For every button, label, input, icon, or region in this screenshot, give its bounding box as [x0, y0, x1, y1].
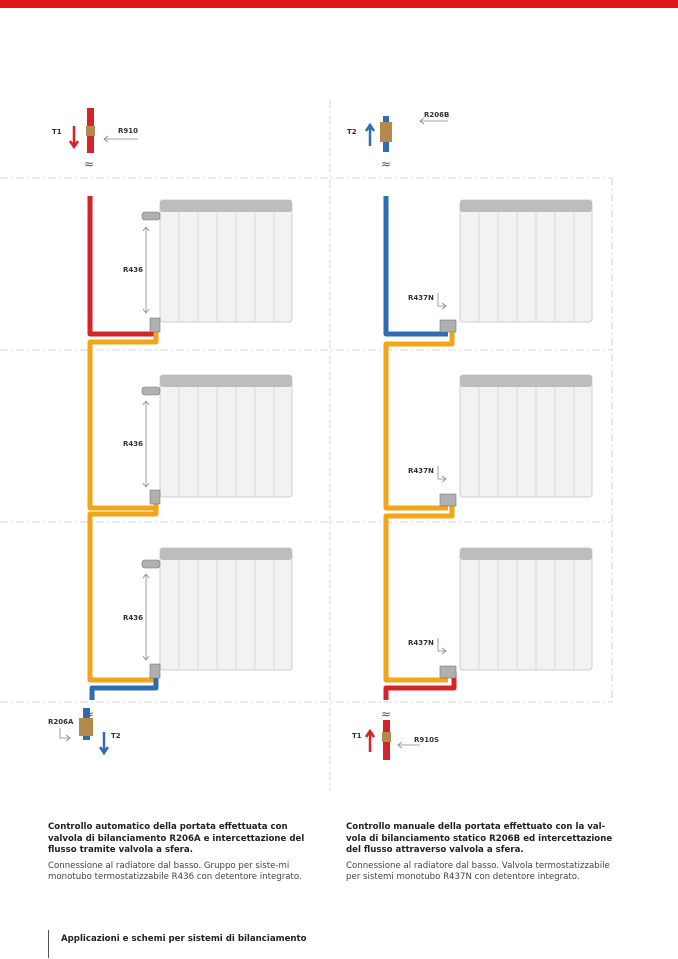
- right-bottom-temp-label: T1: [352, 732, 362, 740]
- r910s-brass-icon: [382, 732, 391, 742]
- right-loop-pipe-2: [383, 500, 455, 683]
- right-radiator-valve-label: R437N: [408, 467, 434, 475]
- flow-down-arrow-icon: [98, 732, 110, 756]
- right-caption: Controllo manuale della portata effettua…: [346, 822, 616, 884]
- left-radiator-valve-label: R436: [123, 614, 143, 622]
- left-caption-title: Controllo automatico della portata effet…: [48, 822, 305, 855]
- radiator-fins: [178, 212, 575, 670]
- r206a-valve-icon: [79, 718, 93, 736]
- valve-bodies: [141, 211, 457, 679]
- left-bottom-temp-label: T2: [111, 732, 121, 740]
- svg-text:≈: ≈: [84, 707, 94, 721]
- right-caption-title: Controllo manuale della portata effettua…: [346, 822, 613, 855]
- right-radiator-valve-label: R437N: [408, 639, 434, 647]
- brand-top-bar: [0, 0, 678, 8]
- right-loop-pipe-1: [383, 326, 455, 511]
- left-caption-text: Connessione al radiatore dal basso. Grup…: [48, 860, 302, 883]
- right-bottom-valve-label: R910S: [414, 736, 439, 744]
- right-caption-text: Connessione al radiatore dal basso. Valv…: [346, 860, 610, 883]
- right-radiator-valve-label: R437N: [408, 294, 434, 302]
- flow-up-arrow-icon: [364, 728, 376, 752]
- footer: Applicazioni e schemi per sistemi di bil…: [48, 930, 307, 958]
- r910-brass-icon: [86, 126, 95, 136]
- pointer-arrows: [59, 117, 448, 749]
- right-return-pipe: [383, 672, 457, 700]
- left-radiators: [159, 199, 293, 671]
- right-top-temp-label: T2: [347, 128, 357, 136]
- left-return-pipe: [89, 676, 159, 700]
- right-radiators: [459, 199, 593, 671]
- svg-text:≈: ≈: [381, 707, 391, 721]
- dashed-guides: [0, 100, 613, 790]
- right-top-valve-label: R206B: [424, 111, 449, 119]
- left-top-temp-label: T1: [52, 128, 62, 136]
- left-top-valve-label: R910: [118, 127, 138, 135]
- heating-diagrams: ≈≈≈≈ T1 R910 R436 R436 R436 R206A T2 T2 …: [0, 100, 613, 790]
- left-radiator-valve-label: R436: [123, 266, 143, 274]
- svg-text:≈: ≈: [84, 157, 94, 171]
- r206b-valve-icon: [380, 122, 392, 142]
- left-bottom-valve-label: R206A: [48, 718, 74, 726]
- footer-section-title: Applicazioni e schemi per sistemi di bil…: [61, 934, 307, 944]
- left-radiator-valve-label: R436: [123, 440, 143, 448]
- flow-down-arrow-icon: [68, 126, 80, 150]
- right-supply-pipe: [383, 196, 448, 337]
- left-caption: Controllo automatico della portata effet…: [48, 822, 310, 884]
- left-supply-pipe: [87, 196, 156, 337]
- svg-text:≈: ≈: [381, 157, 391, 171]
- flow-up-arrow-icon: [364, 122, 376, 146]
- pipe-break-icons: ≈ ≈ ≈ ≈: [84, 157, 391, 721]
